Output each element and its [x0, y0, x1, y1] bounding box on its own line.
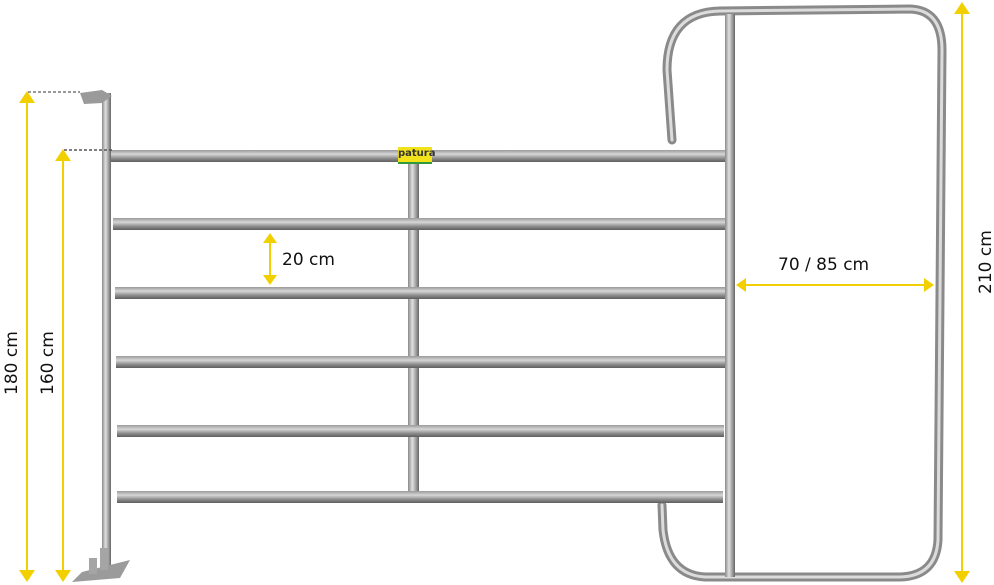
middle-stay: [408, 156, 419, 496]
label-total-height: 180 cm: [2, 331, 22, 395]
label-panel-height: 160 cm: [38, 331, 58, 395]
gate-hinge-post: [725, 14, 735, 577]
dimension-panel-height: [55, 149, 113, 582]
dimension-total-height: [19, 91, 80, 582]
label-gate-width: 70 / 85 cm: [778, 255, 870, 275]
left-post: [72, 90, 130, 582]
label-rail-spacing: 20 cm: [282, 250, 335, 270]
dimension-gate-height: [954, 2, 970, 583]
dimension-gate-width: [736, 278, 934, 292]
brand-tag: patura: [398, 147, 436, 164]
gate-frame: [657, 4, 947, 582]
dimension-rail-spacing: [263, 233, 277, 285]
label-gate-height: 210 cm: [976, 230, 994, 294]
